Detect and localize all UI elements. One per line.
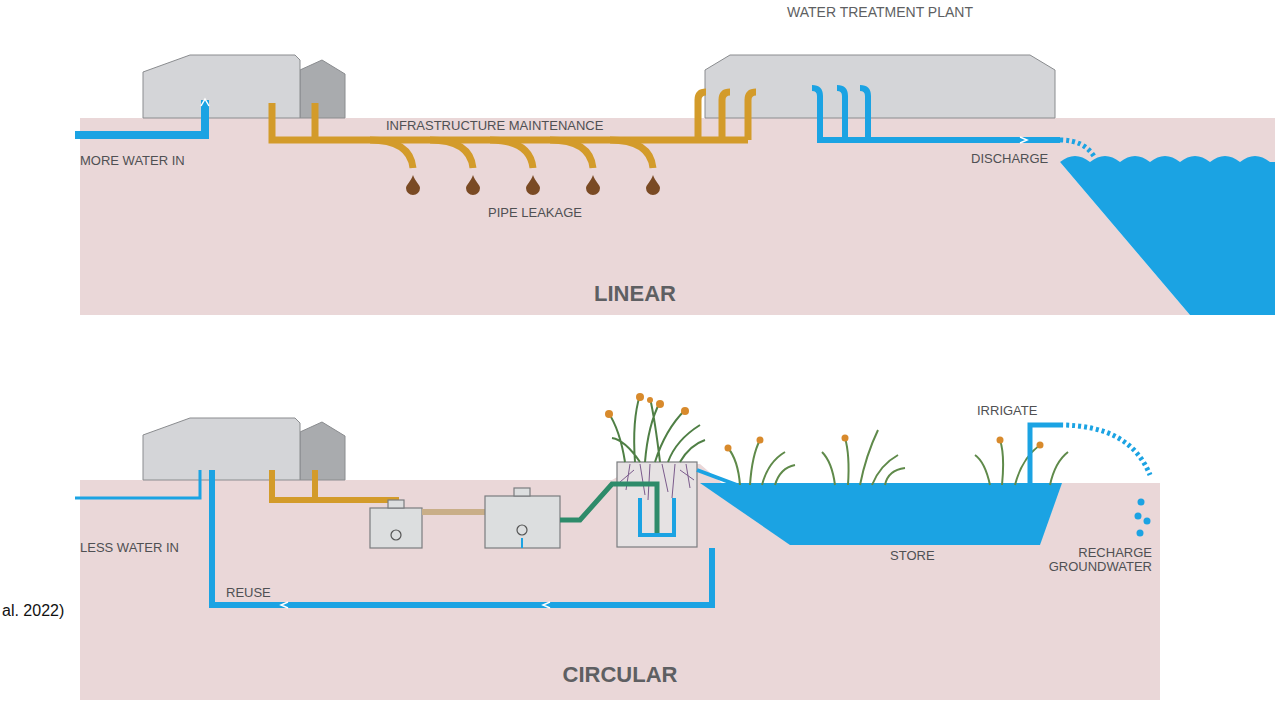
house [143,55,300,118]
plant-building [705,55,1055,118]
leak-drops [406,175,660,195]
air-inlet [521,538,523,548]
septic-tank [370,508,422,548]
irrigation-pipe [1030,425,1060,483]
node-title: LINEAR [80,281,1190,307]
tank-lid [514,488,530,496]
water-body [1060,156,1275,315]
leak-label: PIPE LEAKAGE [488,206,582,220]
pipe-label: INFRASTRUCTURE MAINTENANCE [386,119,603,133]
ground-band [80,118,1275,315]
recharge-drops [1135,499,1151,537]
house [300,60,345,118]
flow-label: LESS WATER IN [80,541,179,555]
pump-symbol [517,525,527,535]
flowers [725,435,1044,452]
flow-arrow [1020,137,1027,143]
flow-label: IRRIGATE [977,404,1037,418]
house [300,422,345,480]
green-pipe [560,484,657,535]
discharge-spray [1060,140,1095,158]
panel-band: LINEAR [80,118,1190,315]
sewer-pipe [272,92,756,168]
flowers [605,393,689,418]
outflow-pipe [697,470,737,485]
treatment-tank [485,496,560,548]
wetland-plants [608,395,705,462]
wetland-outlet [640,498,674,535]
inlet-pipe [75,470,200,498]
flow-arrow [281,602,288,608]
recharge-label: RECHARGE GROUNDWATER [1040,546,1152,574]
flow-arrow [543,602,550,608]
flow-label: MORE WATER IN [80,154,185,168]
flow-label: DISCHARGE [971,152,1048,166]
sewer-pipe [272,470,396,512]
inlet-pipe [75,100,205,135]
discharge-pipe [812,88,1060,140]
store-pond [700,483,1062,545]
store-label: STORE [890,549,935,563]
flow-arrow [201,99,209,106]
effluent-pipe [422,509,485,515]
node-title: CIRCULAR [80,662,1160,688]
citation: al. 2022) [2,602,64,620]
house [143,418,300,480]
pond-plants [728,430,1068,485]
tank-lid [388,500,404,508]
irrigation-spray [1060,425,1150,475]
node-title: WATER TREATMENT PLANT [705,4,1055,21]
plant-box: WATER TREATMENT PLANT [705,4,1055,118]
pump-symbol [391,530,401,540]
flow-label: REUSE [226,586,271,600]
